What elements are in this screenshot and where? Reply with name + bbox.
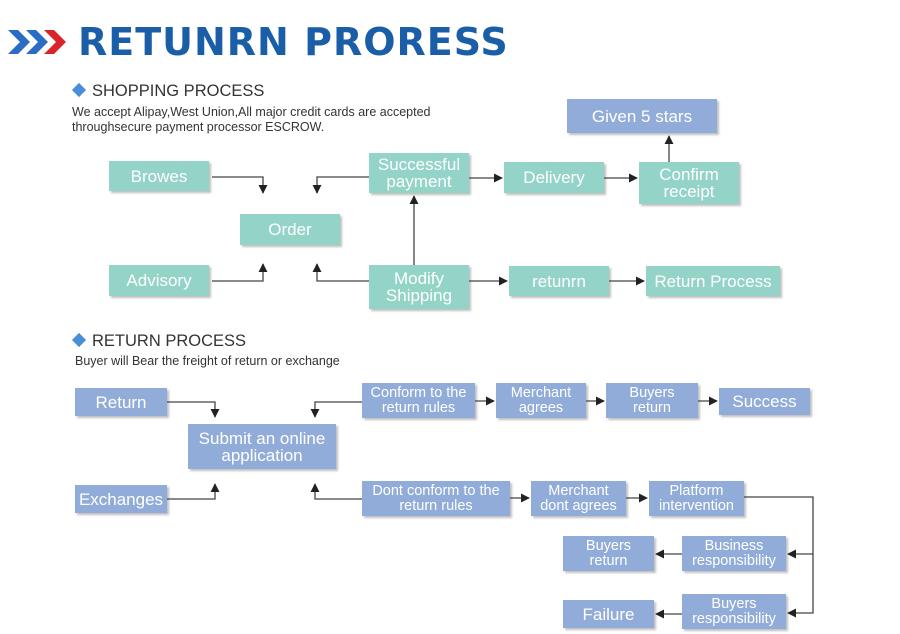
buyers-responsibility-line-2: responsibility xyxy=(692,610,776,627)
arrow-platform-to-business xyxy=(744,496,814,559)
business-responsibility-line-1: Business xyxy=(704,538,764,554)
arrow-modify-to-order xyxy=(312,263,369,282)
return-box: Return xyxy=(75,388,167,416)
arrow-conform-to-submit xyxy=(310,401,362,418)
merchant-dont-agrees-line-2: dont agrees xyxy=(540,497,617,514)
failure-box: Failure xyxy=(563,600,654,628)
arrow-dont-conform-to-submit xyxy=(310,483,362,500)
confirm-receipt-line-2: receipt xyxy=(663,182,715,201)
merchant-agrees-box: Merchant agrees xyxy=(496,383,586,418)
successful-payment-line-1: Successful xyxy=(377,155,461,174)
arrow-payment-to-order xyxy=(312,176,369,194)
merchant-agrees-line-1: Merchant xyxy=(510,385,572,401)
page-title: RETUNRN PRORESS xyxy=(78,20,509,64)
buyers-return-box-1: Buyers return xyxy=(606,383,698,418)
delivery-box: Delivery xyxy=(504,162,604,193)
shopping-heading-text: SHOPPING PROCESS xyxy=(92,82,265,100)
return-process-box: Return Process xyxy=(646,266,780,296)
buyers-return-1-line-1: Buyers xyxy=(629,385,675,401)
platform-intervention-line-1: Platform xyxy=(669,483,724,499)
return-process-heading: RETURN PROCESS xyxy=(70,332,246,351)
shopping-note: We accept Alipay,West Union,All major cr… xyxy=(72,105,431,135)
modify-shipping-line-2: Shipping xyxy=(385,286,453,305)
confirm-receipt-line-1: Confirm xyxy=(659,165,719,184)
shopping-process-heading: SHOPPING PROCESS xyxy=(70,82,264,101)
arrow-platform-to-buyers-responsibility xyxy=(787,554,814,618)
buyers-responsibility-box: Buyers responsibility xyxy=(682,594,786,629)
returnn-box: retunrn xyxy=(509,266,609,296)
return-note: Buyer will Bear the freight of return or… xyxy=(75,354,340,368)
conform-rules-line-1: Conform to the xyxy=(370,385,467,401)
advisory-box: Advisory xyxy=(109,265,209,296)
platform-intervention-line-2: intervention xyxy=(659,497,734,514)
modify-shipping-box: Modify Shipping xyxy=(369,265,469,309)
confirm-receipt-box: Confirm receipt xyxy=(639,162,739,204)
submit-application-line-1: Submit an online xyxy=(198,428,326,448)
shopping-note-line-2: throughsecure payment processor ESCROW. xyxy=(72,120,325,134)
arrow-browes-to-order xyxy=(212,176,268,194)
dont-conform-rules-line-1: Dont conform to the xyxy=(372,483,500,499)
submit-application-box: Submit an online application xyxy=(188,424,336,469)
submit-application-line-2: application xyxy=(221,445,303,465)
browes-box: Browes xyxy=(109,161,209,191)
return-heading-text: RETURN PROCESS xyxy=(92,332,247,350)
successful-payment-box: Successful payment xyxy=(369,153,469,193)
chevron-arrows-icon xyxy=(8,30,66,54)
exchanges-box: Exchanges xyxy=(75,485,167,513)
buyers-responsibility-line-1: Buyers xyxy=(711,596,757,612)
dont-conform-rules-box: Dont conform to the return rules xyxy=(362,481,510,516)
business-responsibility-line-2: responsibility xyxy=(692,552,776,569)
merchant-agrees-line-2: agrees xyxy=(518,399,564,416)
buyers-return-1-line-2: return xyxy=(633,399,671,416)
merchant-dont-agrees-line-1: Merchant xyxy=(548,483,609,499)
dont-conform-rules-line-2: return rules xyxy=(399,497,473,514)
business-responsibility-box: Business responsibility xyxy=(682,536,786,571)
successful-payment-line-2: payment xyxy=(386,172,452,191)
success-box: Success xyxy=(719,388,810,415)
buyers-return-2-line-2: return xyxy=(589,552,628,569)
buyers-return-box-2: Buyers return xyxy=(563,536,654,571)
buyers-return-2-line-1: Buyers xyxy=(585,538,632,554)
given-5-stars-box: Given 5 stars xyxy=(567,99,717,133)
shopping-note-line-1: We accept Alipay,West Union,All major cr… xyxy=(72,105,431,119)
arrow-advisory-to-order xyxy=(212,263,268,282)
conform-rules-box: Conform to the return rules xyxy=(362,383,475,418)
modify-shipping-line-1: Modify xyxy=(393,269,445,288)
merchant-dont-agrees-box: Merchant dont agrees xyxy=(531,481,626,516)
platform-intervention-box: Platform intervention xyxy=(649,481,744,516)
order-box: Order xyxy=(240,214,340,245)
conform-rules-line-2: return rules xyxy=(381,399,456,416)
arrow-return-to-submit xyxy=(167,401,220,418)
arrow-exchanges-to-submit xyxy=(167,483,220,500)
